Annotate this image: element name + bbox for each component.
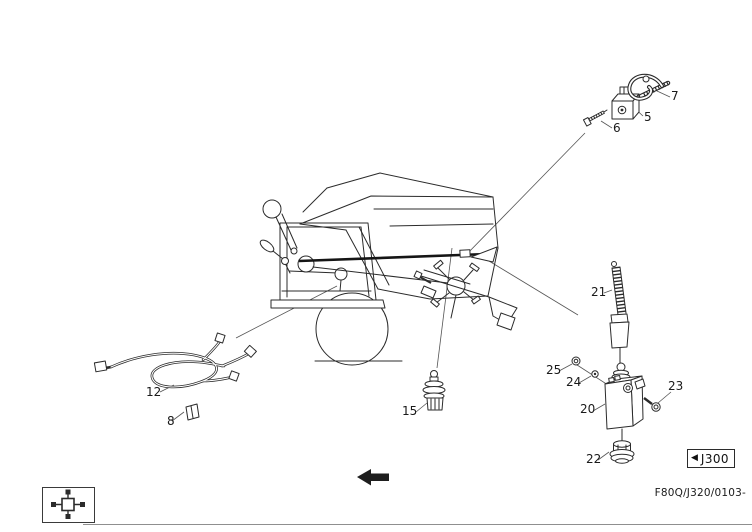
callout-5: 5 bbox=[644, 110, 652, 124]
callout-23: 23 bbox=[668, 379, 684, 393]
callout-7: 7 bbox=[671, 89, 679, 103]
footer-divider bbox=[83, 524, 752, 525]
wiring-harness bbox=[93, 332, 257, 389]
callout-24: 24 bbox=[566, 375, 582, 389]
figure-code: F80Q/J320/0103- bbox=[654, 487, 746, 499]
screw-6 bbox=[582, 109, 608, 127]
left-arrow-icon bbox=[357, 469, 389, 486]
callout-20: 20 bbox=[580, 402, 596, 416]
jump-reference-code: J300 bbox=[700, 451, 729, 466]
left-triangle-icon: ◀ bbox=[691, 453, 698, 463]
cable-clamp-block bbox=[611, 86, 640, 120]
callout-15: 15 bbox=[402, 404, 418, 418]
tractor-assembly-drawing bbox=[259, 172, 518, 331]
callout-6: 6 bbox=[613, 121, 621, 135]
exploded-view-icon bbox=[51, 489, 85, 519]
plunger-switch bbox=[422, 370, 446, 411]
callout-12: 12 bbox=[146, 385, 162, 399]
callout-21: 21 bbox=[591, 285, 607, 299]
clip bbox=[185, 403, 200, 421]
callout-8: 8 bbox=[167, 414, 175, 428]
tractor-tire bbox=[314, 292, 403, 366]
j-bolt-hook bbox=[627, 73, 671, 101]
switch-assembly bbox=[571, 261, 661, 464]
callout-22: 22 bbox=[586, 452, 602, 466]
jump-reference-j300[interactable]: ◀ J300 bbox=[687, 449, 735, 468]
callout-25: 25 bbox=[546, 363, 562, 377]
overview-locator-button[interactable] bbox=[42, 487, 95, 523]
leader-lines bbox=[159, 90, 672, 461]
